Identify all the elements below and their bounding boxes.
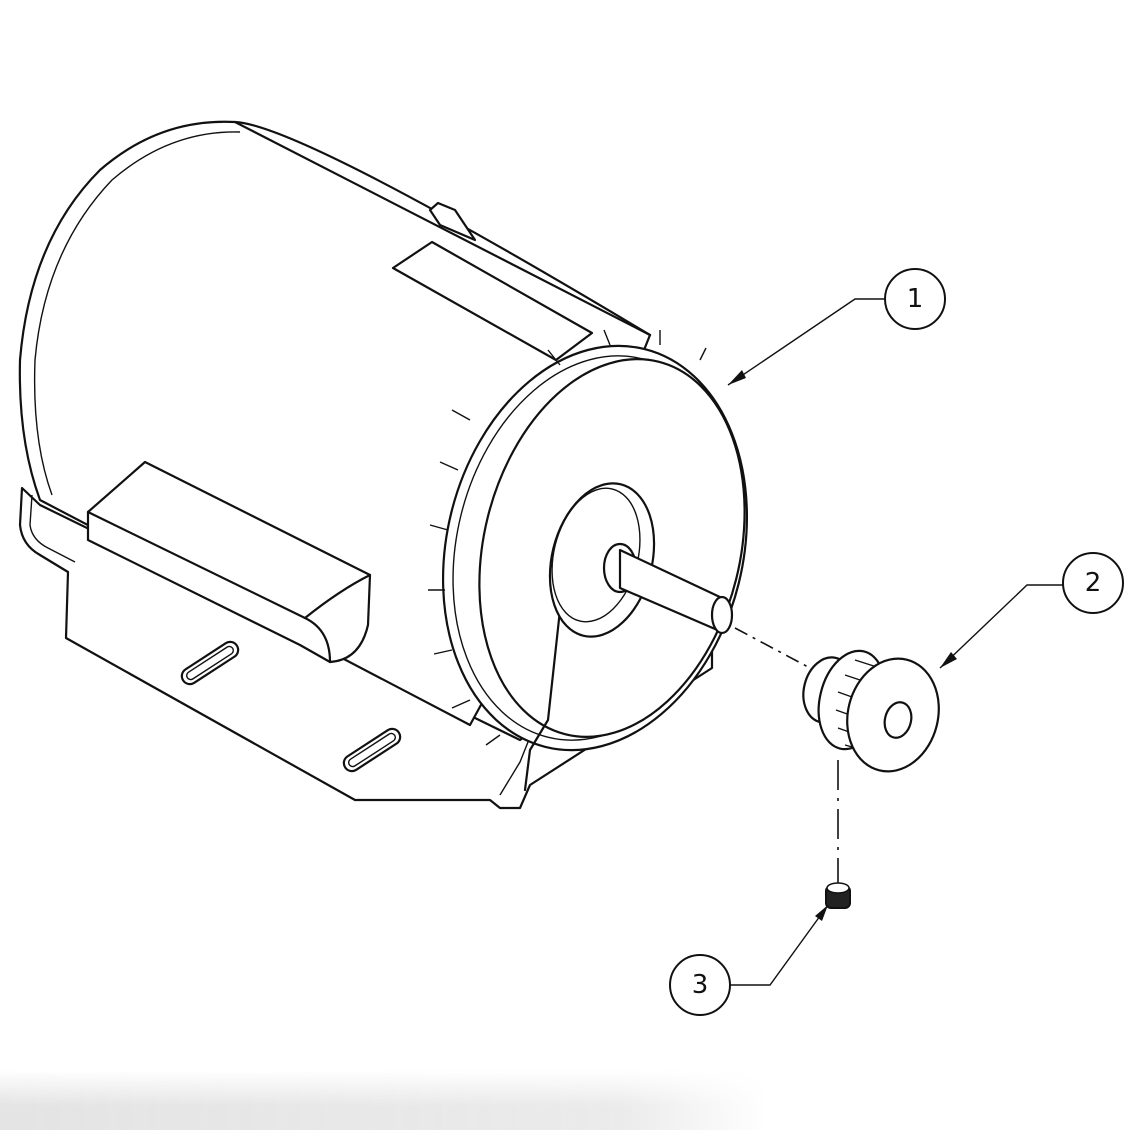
mounting-slot	[342, 727, 402, 773]
callout-1: 1	[727, 268, 946, 386]
bottom-shadow	[0, 1070, 1130, 1130]
housing-rear-rim	[33, 131, 241, 496]
bracket-leg	[523, 608, 562, 792]
motor	[18, 120, 749, 810]
shaft-end	[710, 595, 734, 635]
shaft-axis-line	[734, 627, 811, 669]
nameplate	[391, 240, 594, 362]
timing-pulley	[802, 649, 940, 773]
mounting-slot	[180, 640, 240, 686]
callout-3: 3	[669, 904, 829, 1016]
callout-1-label: 1	[907, 284, 924, 314]
callout-2: 2	[939, 552, 1124, 669]
conduit-box	[86, 460, 372, 664]
housing-top-edge	[233, 120, 652, 337]
set-screw	[825, 882, 851, 909]
base-flange-edge	[29, 494, 76, 563]
callout-2-label: 2	[1085, 568, 1102, 598]
endbell-ribs	[428, 329, 707, 746]
housing-tab	[428, 201, 477, 242]
callout-3-label: 3	[692, 970, 709, 1000]
base-flange-edge	[499, 741, 529, 796]
